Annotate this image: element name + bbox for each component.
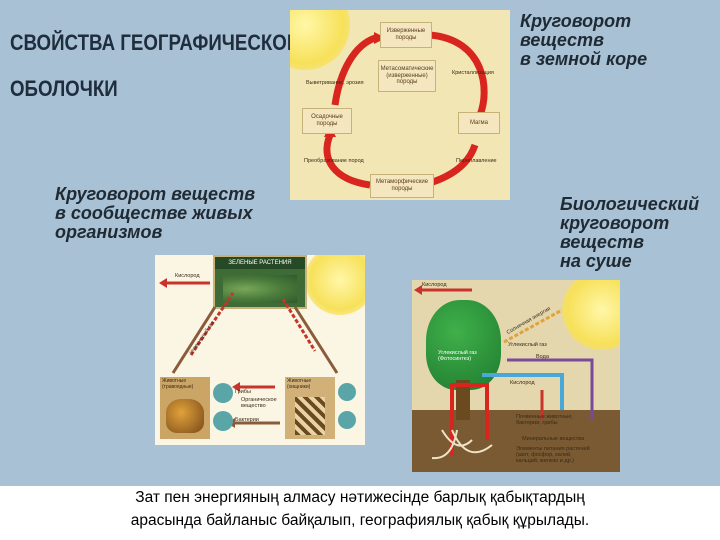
rock-cycle-diagram: Изверженные породы Метасоматические (изв… [290, 10, 510, 200]
co2-leaf-label: Углекислый газ (Фотосинтез) [438, 350, 477, 363]
predators-image: Животные (хищники) [285, 377, 335, 439]
land-cycle-arrows [414, 285, 594, 460]
co2-label: Углекислый газ [508, 342, 547, 348]
oxygen-label: Кислород [175, 273, 200, 279]
nutrients-label: Элементы питания растений (азот, фосфор,… [516, 446, 590, 465]
soil-organisms-label: Почвенные животные, бактерии, грибы [516, 414, 573, 427]
bacteria-icon [213, 411, 233, 431]
organic-matter-label: Органическое вещество [241, 397, 277, 410]
herbivores-label: Животные (травоядные) [162, 378, 194, 390]
bacteria-icon [338, 411, 356, 429]
heading-community-cycle: Круговорот веществ в сообществе живых ор… [55, 184, 256, 242]
fungi-icon [213, 383, 233, 403]
fungi-label: Грибы [235, 389, 251, 395]
transformation-label: Преобразование пород [304, 158, 364, 164]
footer-line2: арасында байланыс байқалып, географиялық… [130, 512, 590, 529]
slide-title-line2: ОБОЛОЧКИ [10, 76, 118, 102]
water-label: Вода [536, 354, 549, 360]
slide-title-line1: СВОЙСТВА ГЕОГРАФИЧЕСКОЙ [10, 30, 301, 56]
bacteria-label: Бактерии [235, 417, 259, 423]
community-arrows [159, 278, 339, 428]
heading-land-cycle: Биологический круговорот веществ на суше [560, 194, 700, 271]
heading-crust-cycle: Круговорот веществ в земной коре [520, 11, 648, 69]
soil [412, 410, 620, 472]
metasomatic-rocks-box: Метасоматические (изверженные) породы [378, 60, 436, 92]
melting-label: Переплавление [456, 158, 497, 164]
oxygen-label: Кислород [510, 380, 535, 386]
slide-title: СВОЙСТВА ГЕОГРАФИЧЕСКОЙ ОБОЛОЧКИ [10, 8, 300, 100]
herbivores-image: Животные (травоядные) [160, 377, 210, 439]
magma-box: Магма [458, 112, 500, 134]
weathering-label: Выветривание, эрозия [306, 80, 364, 86]
mineral-label: Минеральные вещества [522, 436, 585, 442]
sedimentary-rocks-box: Осадочные породы [302, 108, 352, 134]
community-cycle-diagram: ЗЕЛЕНЫЕ РАСТЕНИЯ Кислород Углекислый газ… [155, 255, 365, 445]
igneous-rocks-box: Изверженные породы [380, 22, 432, 48]
crystallization-label: Кристаллизация [452, 70, 494, 76]
predators-label: Животные (хищники) [287, 378, 312, 390]
green-plants-label: ЗЕЛЕНЫЕ РАСТЕНИЯ [215, 257, 305, 269]
tree-trunk [456, 380, 470, 420]
sun-icon [305, 255, 365, 315]
footer-line1: Зат пен энергияның алмасу нәтижесінде ба… [135, 489, 585, 506]
footer-caption: Зат пен энергияның алмасу нәтижесінде ба… [0, 486, 720, 540]
oxygen-label: Кислород [422, 282, 447, 288]
fungi-icon [338, 383, 356, 401]
slide: СВОЙСТВА ГЕОГРАФИЧЕСКОЙ ОБОЛОЧКИ Кругово… [0, 0, 720, 486]
metamorphic-rocks-box: Метаморфические породы [370, 174, 434, 198]
land-cycle-diagram: Кислород Солнечная энергия Углекислый га… [412, 280, 620, 472]
